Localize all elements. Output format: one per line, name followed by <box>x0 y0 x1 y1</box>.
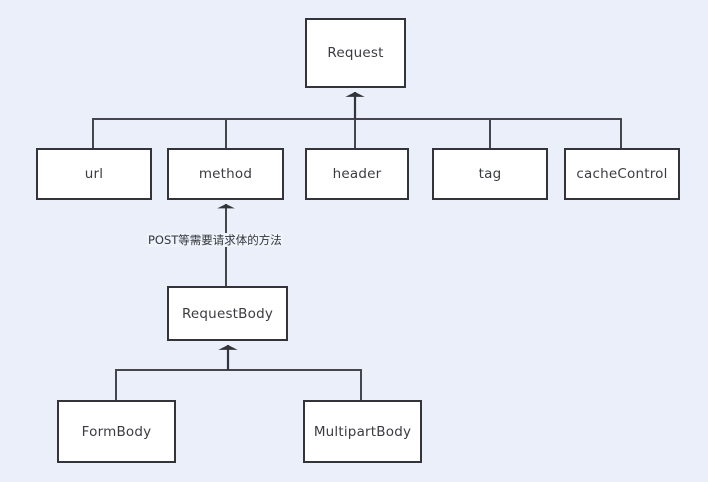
node-tag[interactable]: tag <box>432 148 548 200</box>
node-multipartbody[interactable]: MultipartBody <box>303 400 422 463</box>
node-label-multipartbody: MultipartBody <box>313 423 412 440</box>
node-formbody[interactable]: FormBody <box>57 400 176 463</box>
edge-method-to-request <box>225 118 355 148</box>
node-label-url: url <box>84 166 104 182</box>
node-label-method: method <box>198 166 253 182</box>
edge-tag-to-request <box>355 118 491 148</box>
edge-multipartbody-to-requestbody <box>228 369 362 400</box>
node-method[interactable]: method <box>167 148 284 200</box>
node-cachecontrol[interactable]: cacheControl <box>564 148 680 200</box>
node-label-tag: tag <box>478 166 502 182</box>
node-label-header: header <box>332 166 382 182</box>
node-requestbody[interactable]: RequestBody <box>167 286 288 341</box>
edge-cachecontrol-to-request <box>355 118 622 148</box>
node-header[interactable]: header <box>305 148 409 200</box>
node-url[interactable]: url <box>36 148 152 200</box>
edge-formbody-to-requestbody <box>115 369 228 400</box>
node-label-requestbody: RequestBody <box>181 305 274 322</box>
edge-label-post-note: POST等需要请求体的方法 <box>147 233 283 247</box>
node-label-formbody: FormBody <box>81 423 152 440</box>
node-request[interactable]: Request <box>305 18 406 88</box>
node-label-request: Request <box>327 45 384 61</box>
node-label-cachecontrol: cacheControl <box>576 166 668 182</box>
